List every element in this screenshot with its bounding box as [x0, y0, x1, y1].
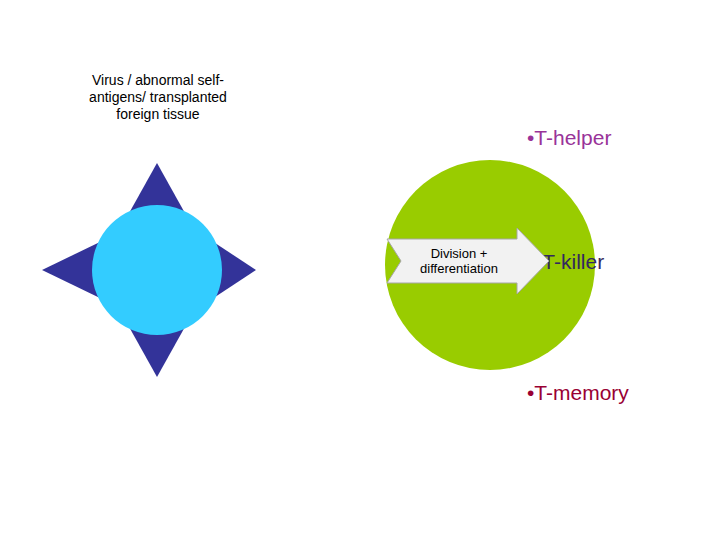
cell-type-label: •T-helper — [527, 126, 611, 150]
antigen-circle — [92, 205, 222, 335]
lymphocyte-circle: •T-killerDivision + differentiation — [385, 160, 595, 370]
cell-type-label: •T-memory — [527, 381, 629, 405]
process-label: Division + differentiation — [409, 246, 509, 276]
antigen-caption: Virus / abnormal self-antigens/ transpla… — [74, 72, 242, 123]
process-arrow: Division + differentiation — [387, 228, 549, 294]
arrow-shape — [387, 228, 549, 294]
